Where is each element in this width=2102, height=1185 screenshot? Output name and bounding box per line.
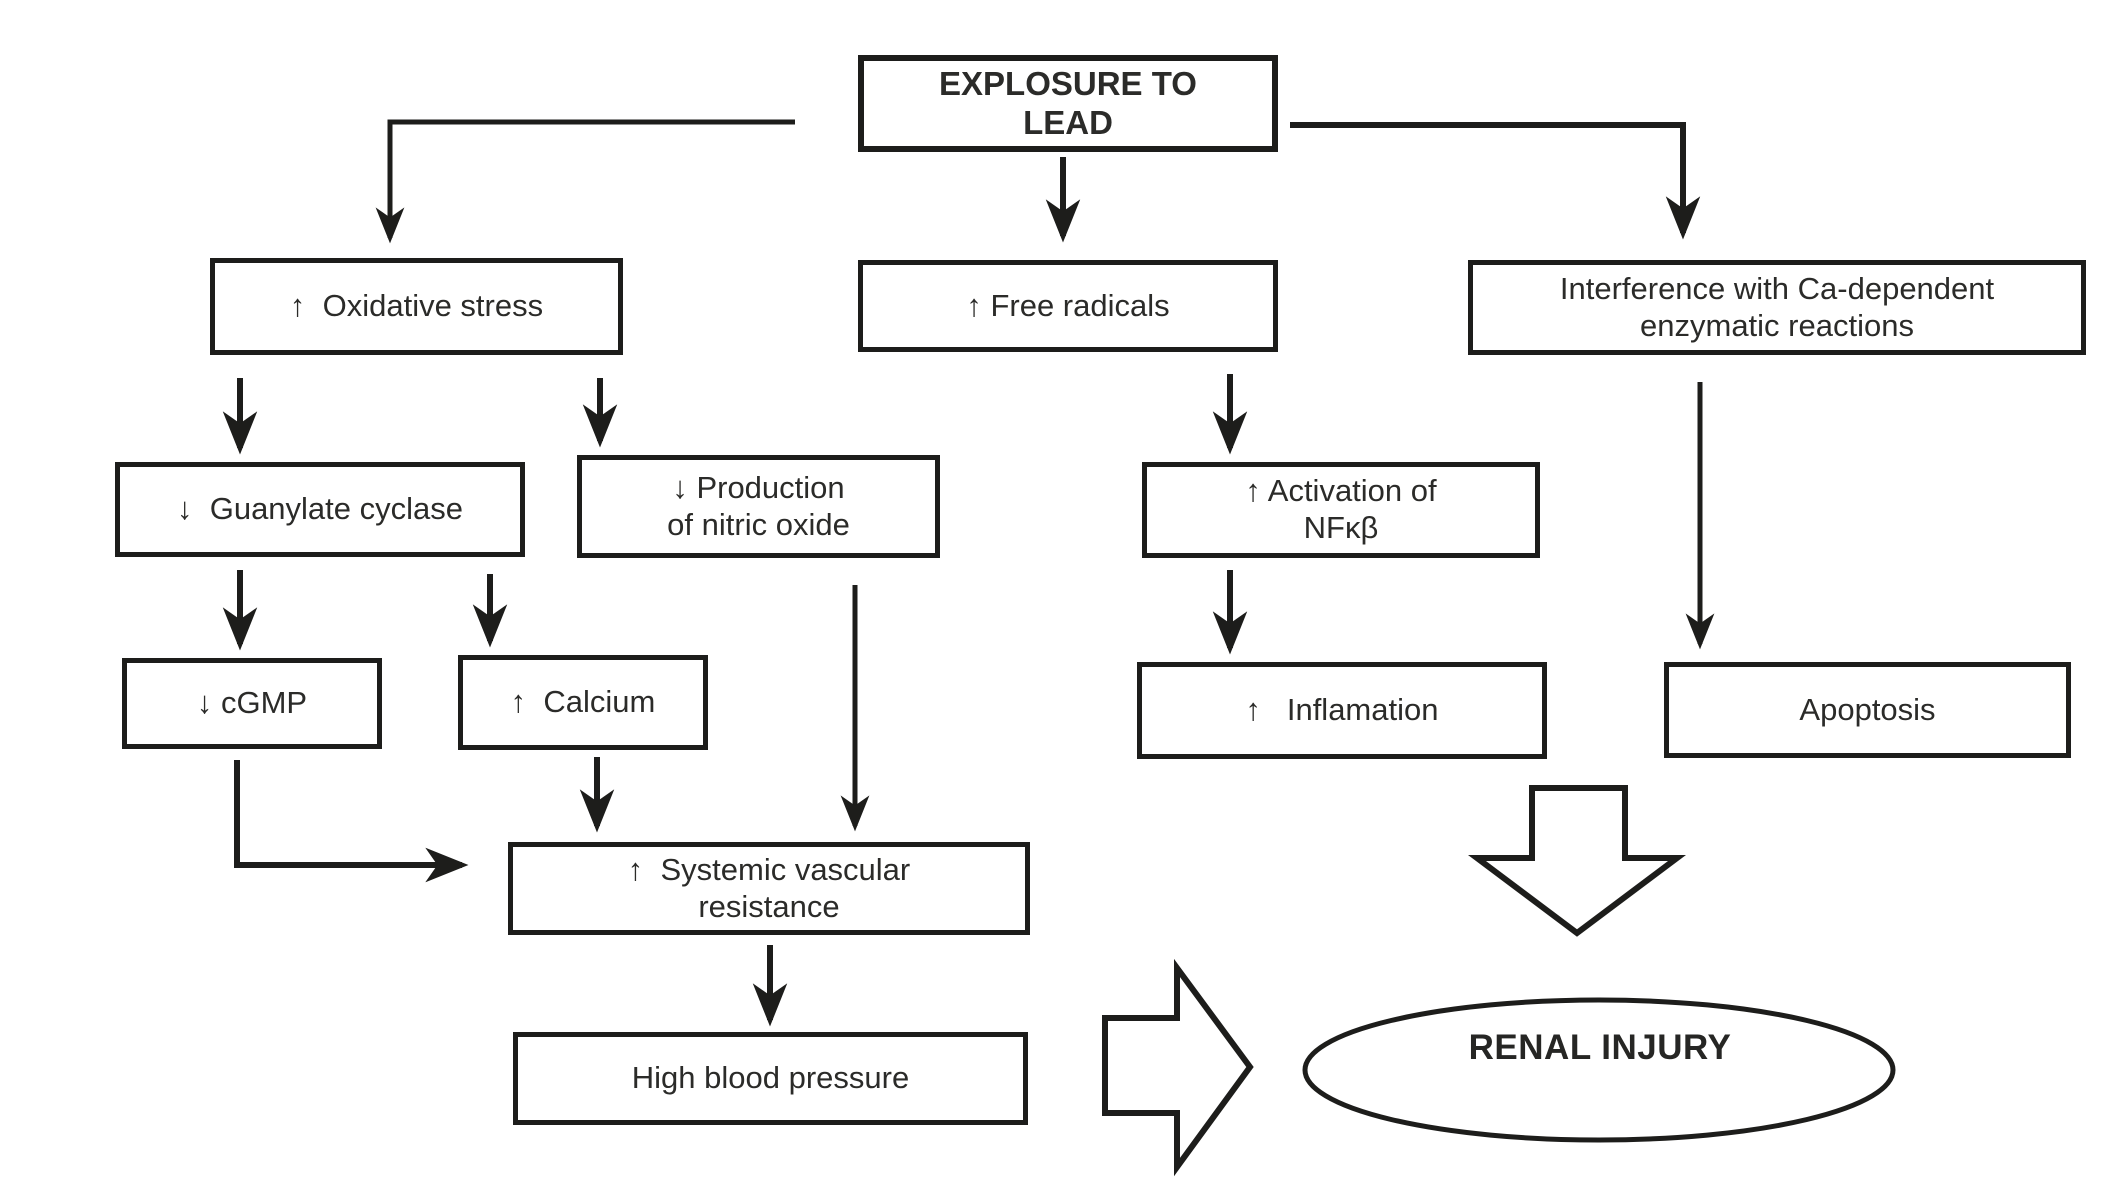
node-apoptosis: Apoptosis [1664,662,2071,758]
block-arrow-down-to-renal-injury [1468,785,1686,937]
node-free-radicals: ↑ Free radicals [858,260,1278,352]
node-nfkb-activation: ↑ Activation of NFκβ [1142,462,1540,558]
node-high-blood-pressure: High blood pressure [513,1032,1028,1125]
node-cgmp: ↓ cGMP [122,658,382,749]
node-nitric-oxide-production: ↓ Production of nitric oxide [577,455,940,558]
node-exposure-to-lead: EXPLOSURE TO LEAD [858,55,1278,152]
node-oxidative-stress: ↑ Oxidative stress [210,258,623,355]
block-arrow-right-to-renal-injury [1102,958,1254,1177]
node-guanylate-cyclase: ↓ Guanylate cyclase [115,462,525,557]
renal-injury-ellipse [1302,997,1896,1143]
node-inflamation: ↑ Inflamation [1137,662,1547,759]
node-renal-injury-label: RENAL INJURY [1468,1028,1732,1067]
arrow-exposure-to-interference [1290,122,1701,240]
arrow-cgmp-to-svr [234,760,469,883]
arrow-exposure-to-oxidative-stress [375,119,795,244]
node-interference-ca-dependent: Interference with Ca-dependent enzymatic… [1468,260,2086,355]
node-systemic-vascular-resistance: ↑ Systemic vascular resistance [508,842,1030,935]
node-calcium: ↑ Calcium [458,655,708,750]
